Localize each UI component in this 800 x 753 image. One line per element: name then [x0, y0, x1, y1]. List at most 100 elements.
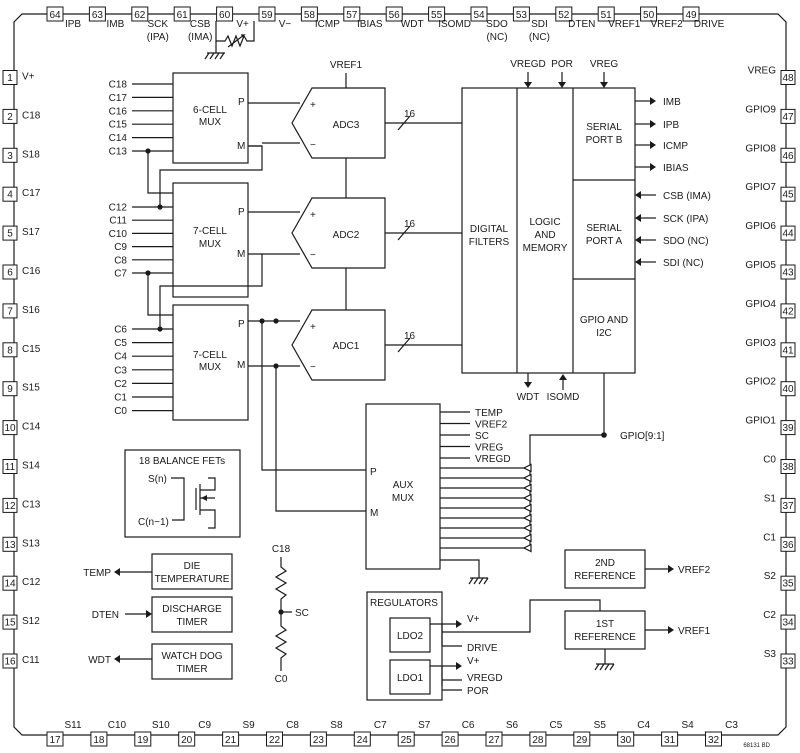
pin-box [2, 186, 18, 202]
pin-box [780, 459, 796, 474]
pin-number: 15 [4, 618, 16, 629]
pin-label: S3 [764, 649, 777, 660]
pin-label: S18 [22, 149, 40, 160]
pin-label: GPIO8 [745, 143, 776, 154]
pin-number: 26 [445, 735, 457, 746]
serial-a-arrow [635, 236, 641, 244]
serial-b-line1: SERIAL [586, 122, 622, 133]
mux-input-label: C8 [114, 255, 127, 266]
logic-line2: AND [534, 230, 555, 241]
por-top-label: POR [551, 59, 573, 70]
pin-box [343, 6, 361, 22]
pin-number: 1 [7, 73, 13, 84]
pin-label: C13 [22, 499, 41, 510]
pin-label: GPIO7 [745, 182, 776, 193]
pin-label: S14 [22, 461, 40, 472]
aux-input-label: VREG [475, 443, 504, 454]
pin-box [780, 420, 796, 436]
aux-input-label: VREGD [475, 454, 511, 465]
pin-box [90, 731, 108, 747]
pin-label: C4 [637, 720, 650, 731]
pin-number: 2 [7, 112, 13, 123]
pin-box [573, 731, 591, 747]
ref2-line2: REFERENCE [574, 571, 636, 582]
logic-line1: LOGIC [529, 217, 560, 228]
mux-mid-port-m: M [237, 249, 245, 260]
pin-box [46, 731, 64, 747]
serial-b-arrow [650, 141, 656, 149]
pin-sublabel: (NC) [486, 32, 507, 43]
gpio-block-line2: I2C [596, 328, 612, 339]
regulators: REGULATORS LDO2 LDO1 V+ DRIVE V+ VREGD P… [366, 591, 503, 701]
pin-box [2, 536, 18, 552]
mux-input-label: C1 [114, 393, 127, 404]
adc3-plus: + [310, 100, 316, 111]
pin-label: IPB [65, 19, 81, 30]
ldo1-label: LDO1 [397, 673, 424, 684]
pin-label: SDI [531, 19, 548, 30]
die-temp-line1: DIE [184, 561, 201, 572]
pin-label: C18 [22, 110, 41, 121]
pin-number: 3 [7, 151, 13, 162]
pin-number: 56 [389, 10, 401, 21]
pin-sublabel: (IMA) [188, 32, 212, 43]
mux-bot-port-p: P [238, 319, 245, 330]
pin-label: S16 [22, 305, 40, 316]
gpio-aux-arrow [522, 473, 532, 483]
pin-label: S4 [681, 720, 694, 731]
pin-sublabel: (IPA) [147, 32, 169, 43]
pin-box [780, 381, 796, 397]
adc3-minus: − [310, 140, 316, 151]
pin-box [512, 6, 530, 22]
mux-input-label: C18 [109, 80, 128, 91]
core-top-signals: VREGD POR VREG [510, 59, 618, 88]
pin-label: S15 [22, 383, 40, 394]
ref1-line1: 1ST [596, 619, 614, 630]
pin-number: 42 [782, 306, 794, 317]
pin-box [780, 186, 796, 202]
pin-box [2, 108, 18, 124]
mux-top-line1: 6-CELL [193, 105, 227, 116]
mux-input-label: C17 [109, 93, 128, 104]
pin-label: VREF2 [650, 19, 683, 30]
pin-box [780, 536, 796, 552]
pin-box [640, 6, 658, 22]
serial-b-arrow [650, 120, 656, 128]
pin-label: S11 [64, 720, 81, 731]
pin-label: C10 [108, 720, 127, 731]
pin-number: 38 [782, 462, 794, 473]
pin-box [780, 108, 796, 124]
balance-fets: 18 BALANCE FETs S(n) C(n−1) [124, 449, 241, 538]
pin-number: 16 [4, 657, 16, 668]
serial-a-signal: CSB (IMA) [663, 191, 711, 202]
pin-box [780, 303, 796, 319]
pin-number: 22 [269, 735, 281, 746]
mux-input-label: C16 [109, 106, 128, 117]
pin-label: DRIVE [694, 19, 725, 30]
serial-b-line2: PORT B [586, 135, 623, 146]
pin-label: DTEN [568, 19, 595, 30]
gpio-aux-arrow [522, 493, 532, 503]
ldo2-drive: DRIVE [467, 643, 498, 654]
isomd-in-label: ISOMD [547, 392, 580, 403]
pin-number: 46 [782, 151, 794, 162]
mux-input-label: C15 [109, 120, 128, 131]
aux-mux-line1: AUX [393, 480, 414, 491]
pin-number: 29 [576, 735, 588, 746]
watchdog-line1: WATCH DOG [161, 651, 222, 662]
serial-b-signal: IPB [663, 120, 679, 131]
pin-label: ISOMD [438, 19, 471, 30]
pin-label: VREG [748, 66, 777, 77]
pin-box [597, 6, 615, 22]
pin-box [300, 6, 318, 22]
pin-label: GPIO6 [745, 221, 776, 232]
pin-number: 28 [532, 735, 544, 746]
pin-label: S2 [764, 571, 777, 582]
serial-a-signal: SCK (IPA) [663, 214, 708, 225]
serial-a-line1: SERIAL [586, 223, 622, 234]
pin-number: 52 [558, 10, 570, 21]
pin-label: V+ [22, 72, 35, 83]
ldo2-label: LDO2 [397, 631, 424, 642]
pin-label: VREF1 [608, 19, 641, 30]
